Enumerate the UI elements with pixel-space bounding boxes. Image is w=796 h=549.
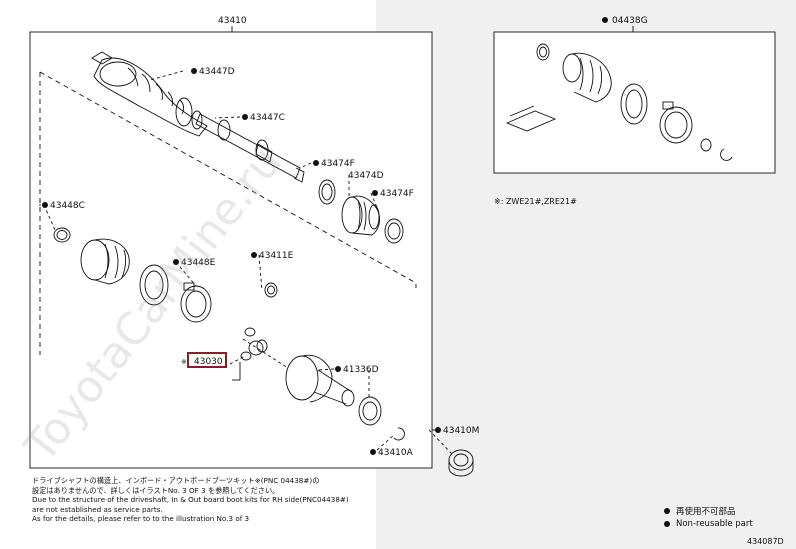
outboard-joint-drawing — [91, 51, 305, 183]
legend-item: Non-reusable part — [664, 517, 753, 530]
label-43030[interactable]: 43030 — [194, 357, 223, 367]
label-43474D[interactable]: 43474D — [348, 171, 384, 181]
leader-lines — [43, 70, 453, 455]
label-43447C[interactable]: 43447C — [250, 113, 285, 123]
legend: 再使用不可部品 Non-reusable part — [664, 504, 753, 530]
illustration-code: 434087D — [747, 537, 784, 546]
ring-43474F-lower — [384, 218, 404, 244]
label-43410[interactable]: 43410 — [218, 16, 247, 26]
label-41336D[interactable]: 41336D — [343, 365, 379, 375]
cover-43410M — [448, 449, 474, 477]
inboard-joint-housing — [285, 354, 355, 407]
inboard-boot — [80, 238, 130, 285]
note-line: Due to the structure of the driveshaft, … — [32, 495, 349, 505]
asterisk-mark: ※ — [181, 358, 187, 366]
snap-ring-43411E — [264, 282, 278, 298]
label-43410A[interactable]: 43410A — [378, 448, 414, 458]
ring-43474F-upper — [318, 179, 336, 205]
notes-block: ドライブシャフトの構造上、インボード・アウトボードブーツキット※(PNC 044… — [32, 476, 432, 524]
bullet-icon — [664, 520, 670, 527]
legend-label: Non-reusable part — [676, 518, 753, 529]
selected-part-highlight — [187, 352, 227, 368]
dashed-outline-top — [39, 71, 417, 288]
inset-band — [659, 106, 693, 144]
inset-boot — [562, 52, 612, 103]
inset-ring — [620, 83, 648, 125]
bullet-icon — [664, 507, 670, 514]
inset-grease-packet — [505, 110, 557, 132]
label-43448E[interactable]: 43448E — [181, 258, 216, 268]
label-04438G[interactable]: 04438G — [612, 16, 648, 26]
label-43447D[interactable]: 43447D — [199, 67, 235, 77]
clip-43448C — [53, 227, 71, 243]
inset-circlip — [720, 148, 733, 161]
label-43474F-a[interactable]: 43474F — [321, 159, 355, 169]
label-43411E[interactable]: 43411E — [259, 251, 294, 261]
assembly-frame — [29, 31, 433, 469]
legend-item: 再使用不可部品 — [664, 504, 753, 517]
label-43448C[interactable]: 43448C — [50, 201, 85, 211]
clip-43410A — [393, 427, 405, 441]
tripod-43030 — [240, 327, 268, 361]
note-line: are not established as service parts. — [32, 504, 163, 514]
inset-model-note: ※: ZWE21#,ZRE21# — [494, 197, 577, 206]
seal-41336D — [358, 396, 382, 426]
label-43474F-b[interactable]: 43474F — [380, 189, 414, 199]
legend-label: 再使用不可部品 — [676, 506, 736, 517]
note-line: 設定はありませんので、詳しくはイラストNo. 3 OF 3 を参照してください。 — [32, 485, 280, 495]
note-line: ドライブシャフトの構造上、インボード・アウトボードブーツキット※(PNC 044… — [32, 476, 320, 485]
label-43410M[interactable]: 43410M — [443, 426, 479, 436]
note-line: As for the details, please refer to to t… — [32, 514, 250, 524]
inset-clip — [536, 43, 550, 61]
boot-kit-inset-frame — [493, 31, 776, 174]
inset-snap-ring — [700, 138, 712, 152]
ring-43448E-outer — [139, 264, 169, 306]
